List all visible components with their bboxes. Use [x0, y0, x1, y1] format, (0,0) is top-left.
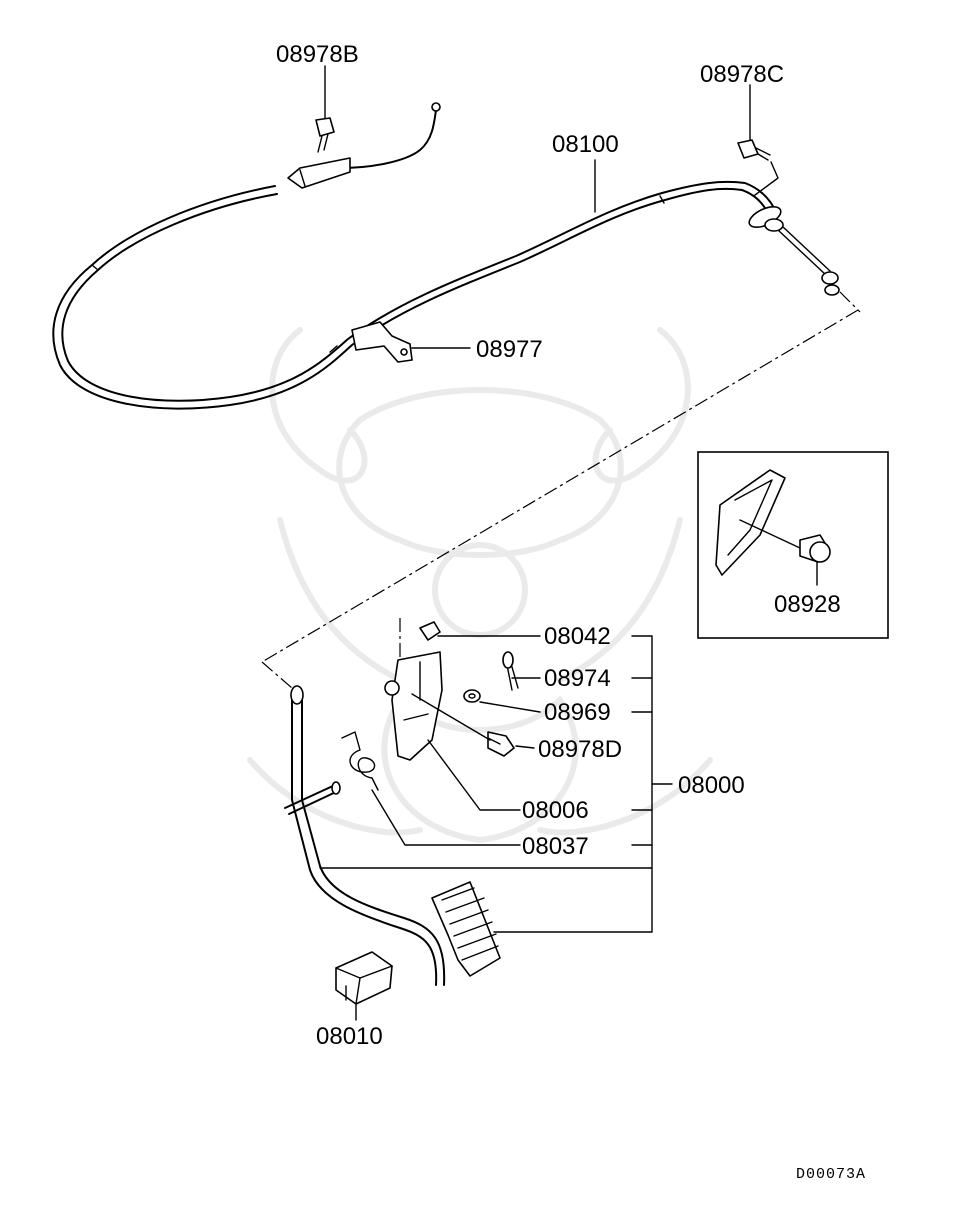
watermark-emblem	[247, 327, 713, 844]
label-08042: 08042	[544, 623, 611, 650]
label-08978b: 08978B	[276, 41, 359, 68]
label-08977: 08977	[476, 336, 543, 363]
label-08978c: 08978C	[700, 61, 784, 88]
label-08006: 08006	[522, 797, 589, 824]
label-08010: 08010	[316, 1023, 383, 1050]
accelerator-cable	[52, 102, 840, 410]
label-08978d: 08978D	[538, 736, 622, 763]
label-08000: 08000	[678, 772, 745, 799]
label-08928: 08928	[774, 591, 841, 618]
label-08969: 08969	[544, 699, 611, 726]
pedal-assembly	[284, 621, 519, 1005]
bolt-08978c-icon	[737, 139, 771, 161]
label-08037: 08037	[522, 833, 589, 860]
label-08974: 08974	[544, 665, 611, 692]
link-line-upper	[261, 309, 859, 663]
label-08100: 08100	[552, 131, 619, 158]
drawing-code: D00073A	[796, 1166, 866, 1183]
bolt-08978b-icon	[315, 117, 335, 153]
inset-clip-detail	[697, 451, 889, 639]
